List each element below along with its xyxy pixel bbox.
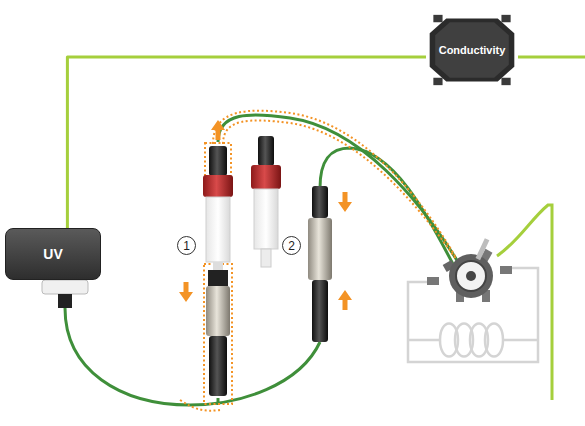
- tubing-line: [67, 57, 426, 228]
- detector-label: Conductivity: [439, 44, 506, 56]
- tubing-connector: [67, 57, 426, 228]
- flow-highlight: [180, 111, 461, 411]
- callout-number: 1: [183, 239, 190, 253]
- spare-column: [251, 136, 281, 267]
- column-2: [308, 186, 332, 342]
- conductivity-detector: Conductivity: [426, 13, 518, 87]
- uv-detector: UV: [5, 228, 101, 280]
- uv-fitting: [42, 280, 88, 308]
- flow-arrow: [179, 120, 352, 310]
- callout-number: 2: [282, 236, 301, 255]
- callout-number: 1: [177, 236, 196, 255]
- injection-valve: [427, 238, 512, 302]
- column-1: [203, 146, 233, 396]
- callout-number: 2: [288, 239, 295, 253]
- detector-label: UV: [43, 246, 62, 262]
- tubing-light: [497, 57, 585, 400]
- tubing-dark: [65, 115, 458, 405]
